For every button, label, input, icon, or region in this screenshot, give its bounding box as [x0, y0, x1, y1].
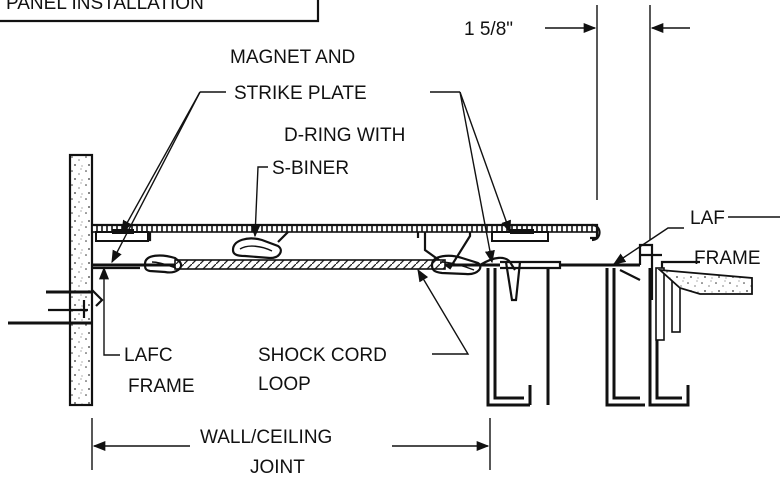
channel-right [605, 268, 690, 407]
laf-label-line1: LAF [690, 208, 725, 229]
lafc-label-line1: LAFC [124, 345, 173, 366]
wall-label-line1: WALL/CEILING [200, 427, 332, 448]
d-ring-label-line2: S-BINER [272, 158, 349, 179]
magnet-label-line1: MAGNET AND [230, 47, 355, 68]
header-box: PANEL INSTALLATION [0, 0, 320, 23]
magnet-label-line2: STRIKE PLATE [234, 83, 367, 104]
d-ring-label-group: D-RING WITH S-BINER [250, 125, 405, 238]
shock-label-line2: LOOP [258, 374, 311, 395]
dimension-label: 1 5/8" [464, 19, 513, 40]
magnet-right [491, 229, 549, 242]
laf-label-group: LAF FRAME [612, 208, 780, 269]
wall-section [68, 153, 94, 407]
lafc-label-line2: FRAME [128, 376, 195, 397]
wall-ceiling-dimension: WALL/CEILING JOINT [91, 418, 491, 478]
wall-label-line2: JOINT [250, 457, 305, 478]
dimension-1-5-8: 1 5/8" [464, 5, 690, 240]
laf-label-line2: FRAME [694, 248, 761, 269]
lafc-label-group: LAFC FRAME [98, 266, 195, 397]
panel-strip [91, 223, 601, 242]
laf-frame [560, 243, 753, 341]
magnet-label-group: MAGNET AND STRIKE PLATE [111, 47, 511, 264]
header-label: PANEL INSTALLATION [6, 0, 204, 14]
shock-cord [143, 254, 482, 276]
channel-left [486, 268, 550, 407]
panel-bracket [416, 232, 472, 270]
d-ring-s-biner [231, 231, 289, 260]
d-ring-label-line1: D-RING WITH [284, 125, 405, 146]
shock-label-line1: SHOCK CORD [258, 345, 387, 366]
shock-cord-label-group: SHOCK CORD LOOP [258, 268, 470, 395]
